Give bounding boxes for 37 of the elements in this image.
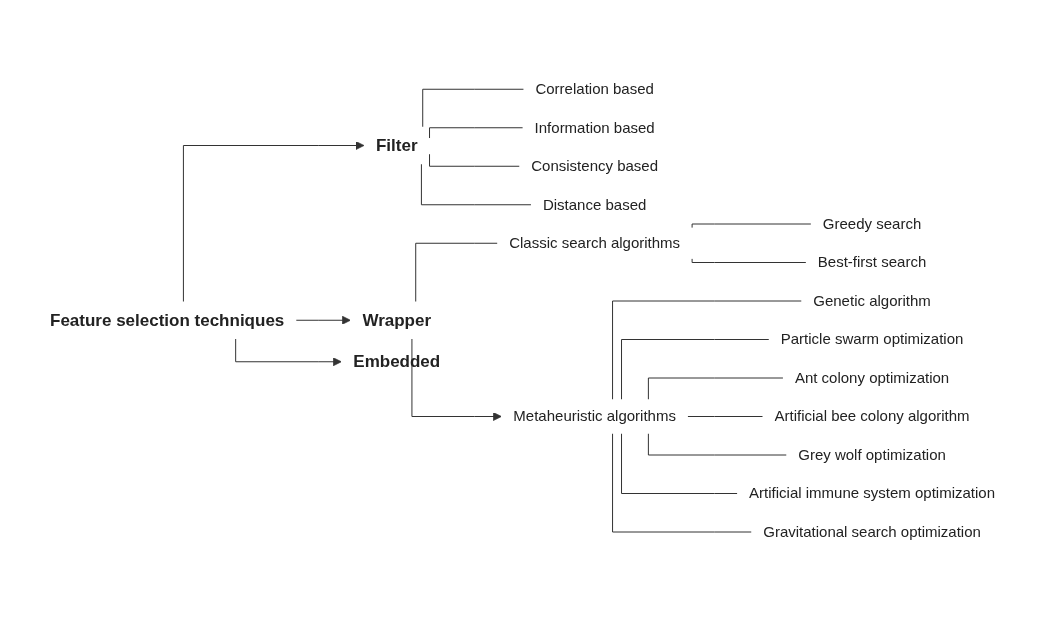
connector xyxy=(428,153,520,167)
node-text: Genetic algorithm xyxy=(812,291,931,309)
node-text: Embedded xyxy=(352,351,440,371)
node-text: Information based xyxy=(534,118,655,136)
connector xyxy=(414,242,498,302)
node-text: Correlation based xyxy=(534,79,654,97)
connector xyxy=(686,415,763,417)
node-text: Filter xyxy=(375,135,418,155)
connector xyxy=(647,433,787,456)
connector xyxy=(611,300,802,400)
node-text: Particle swarm optimization xyxy=(780,330,963,348)
node-text: Artificial bee colony algorithm xyxy=(774,407,970,425)
node-text: Distance based xyxy=(542,195,646,213)
connector xyxy=(620,338,769,400)
connector xyxy=(421,88,524,128)
node-text: Greedy search xyxy=(822,214,921,232)
connector xyxy=(691,258,806,263)
node-text: Best-first search xyxy=(817,253,926,271)
node-text: Feature selection techniques xyxy=(49,310,284,330)
connector xyxy=(620,433,738,494)
connector xyxy=(428,127,523,139)
arrow xyxy=(410,338,502,421)
node-text: Consistency based xyxy=(530,156,658,174)
node-text: Wrapper xyxy=(361,310,431,330)
connector xyxy=(691,223,811,228)
node-text: Artificial immune system optimization xyxy=(748,484,995,502)
arrow xyxy=(234,338,342,367)
node-text: Ant colony optimization xyxy=(794,368,949,386)
node-text: Grey wolf optimization xyxy=(797,445,946,463)
connector xyxy=(647,377,783,400)
arrow xyxy=(295,315,351,325)
connector xyxy=(611,433,752,533)
node-text: Metaheuristic algorithms xyxy=(512,407,676,425)
node-text: Gravitational search optimization xyxy=(762,522,981,540)
arrow xyxy=(182,141,364,302)
connector xyxy=(420,163,531,206)
node-text: Classic search algorithms xyxy=(508,233,680,251)
